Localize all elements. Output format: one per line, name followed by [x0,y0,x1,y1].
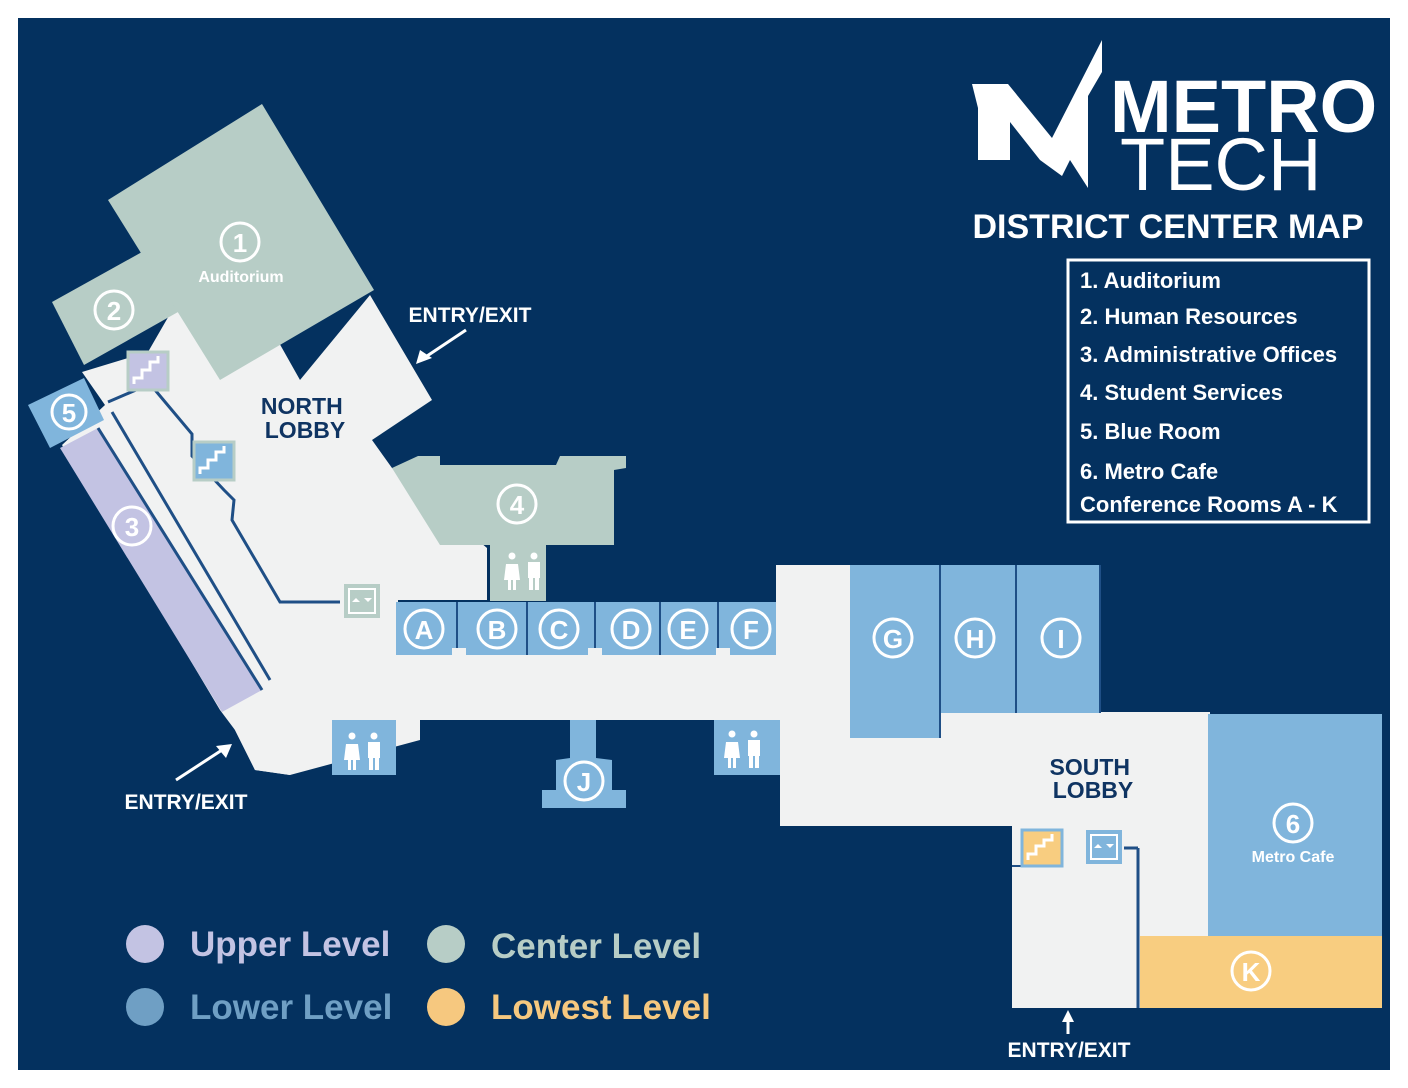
map-title: DISTRICT CENTER MAP [973,208,1364,246]
svg-text:F: F [743,615,759,645]
room-marker-b: B [476,608,518,650]
south-lobby-label: SOUTH LOBBY [1050,754,1137,803]
svg-text:2: 2 [107,296,121,326]
room-marker-6: 6 Metro Cafe [1252,802,1335,866]
room-marker-g: G [872,617,914,659]
legend-item-1: 1. Auditorium [1080,268,1221,293]
level-swatch-lowest [427,988,465,1026]
room-2-human-resources[interactable] [52,252,178,365]
legend-item-3: 3. Administrative Offices [1080,342,1337,367]
room-6-metro-cafe[interactable] [1208,714,1382,936]
room-4-student-services[interactable] [392,456,626,545]
svg-text:I: I [1057,624,1064,654]
corridor-rail [110,411,272,681]
restroom-east [714,720,780,775]
main-corridor-floor [330,655,790,720]
level-label-lowest: Lowest Level [491,988,711,1027]
room-legend-box: 1. Auditorium 2. Human Resources 3. Admi… [1066,258,1371,524]
restroom-icon [724,730,760,768]
entry-exit-west[interactable]: ENTRY/EXIT [125,744,248,814]
level-swatch-upper [126,925,164,963]
svg-text:K: K [1242,957,1261,987]
restroom-icon [344,732,380,770]
legend-item-5: 5. Blue Room [1080,419,1221,444]
entry-arrow-icon [423,328,467,360]
svg-text:C: C [550,615,569,645]
north-lobby-label: NORTH LOBBY [261,393,349,443]
svg-text:1: 1 [233,228,247,258]
stairs-icon [1020,828,1064,868]
level-swatch-center [427,925,465,963]
south-lobby-floor [776,565,1210,1008]
restroom-icon [504,552,540,590]
elevator-icon [1086,830,1122,864]
room-marker-j: J [563,760,605,802]
svg-text:A: A [415,615,434,645]
stairs-icon [126,350,170,392]
svg-text:E: E [679,615,696,645]
svg-text:6: 6 [1286,809,1300,839]
svg-text:4: 4 [510,490,525,520]
entry-exit-south[interactable]: ENTRY/EXIT [1008,1010,1131,1062]
metro-tech-logo: METRO TECH [972,40,1377,206]
svg-text:METRO: METRO [1110,65,1377,148]
conference-strip-base [396,602,776,655]
elevator-icon [344,584,380,618]
restroom-west [332,720,396,775]
north-inner-wall [107,382,340,604]
svg-text:G: G [883,624,903,654]
logo-mark [972,40,1102,188]
legend-item-conference: Conference Rooms A - K [1080,492,1338,517]
room-marker-e: E [667,608,709,650]
entry-exit-north-east[interactable]: ENTRY/EXIT [409,304,532,364]
svg-text:ENTRY/EXIT: ENTRY/EXIT [1008,1039,1131,1062]
room-marker-a: A [403,608,445,650]
conference-strip-a-f [396,602,776,658]
room-marker-f: F [730,608,772,650]
room-i[interactable] [1016,565,1100,713]
room-5-blue-room[interactable] [28,378,104,448]
svg-text:Metro Cafe: Metro Cafe [1252,849,1335,866]
room-marker-k: K [1230,950,1272,992]
room-marker-c: C [538,608,580,650]
room-1-auditorium[interactable] [108,104,374,380]
legend-item-2: 2. Human Resources [1080,304,1298,329]
legend-item-6: 6. Metro Cafe [1080,459,1218,484]
room-marker-4: 4 [496,483,538,525]
svg-text:D: D [622,615,641,645]
svg-text:J: J [577,767,591,797]
level-label-lower: Lower Level [190,988,392,1027]
svg-text:3: 3 [125,512,139,542]
room-marker-5: 5 [50,393,88,431]
level-legend: Upper Level Center Level Lower Level Low… [126,925,711,1027]
room-h[interactable] [940,565,1016,713]
svg-text:ENTRY/EXIT: ENTRY/EXIT [125,791,248,814]
room-3-administrative-offices[interactable] [60,428,262,712]
svg-text:5: 5 [62,398,76,428]
room-k[interactable] [1140,936,1382,1008]
room-g[interactable] [850,565,940,738]
room-marker-i: I [1040,617,1082,659]
svg-text:Auditorium: Auditorium [198,269,283,286]
level-label-center: Center Level [491,927,701,966]
entry-arrow-icon [175,748,223,782]
svg-text:ENTRY/EXIT: ENTRY/EXIT [409,304,532,327]
svg-text:B: B [488,615,507,645]
stairs-icon [192,440,236,482]
room-3-wall [96,427,264,691]
svg-text:TECH: TECH [1120,123,1321,206]
level-swatch-lower [126,988,164,1026]
room-marker-d: D [610,608,652,650]
room-marker-2: 2 [93,289,135,331]
room-j[interactable] [542,720,626,808]
legend-item-4: 4. Student Services [1080,380,1283,405]
level-label-upper: Upper Level [190,925,390,964]
room-marker-h: H [954,617,996,659]
room-marker-3: 3 [111,505,153,547]
room-marker-1: 1 Auditorium [198,221,284,286]
svg-text:H: H [966,624,985,654]
